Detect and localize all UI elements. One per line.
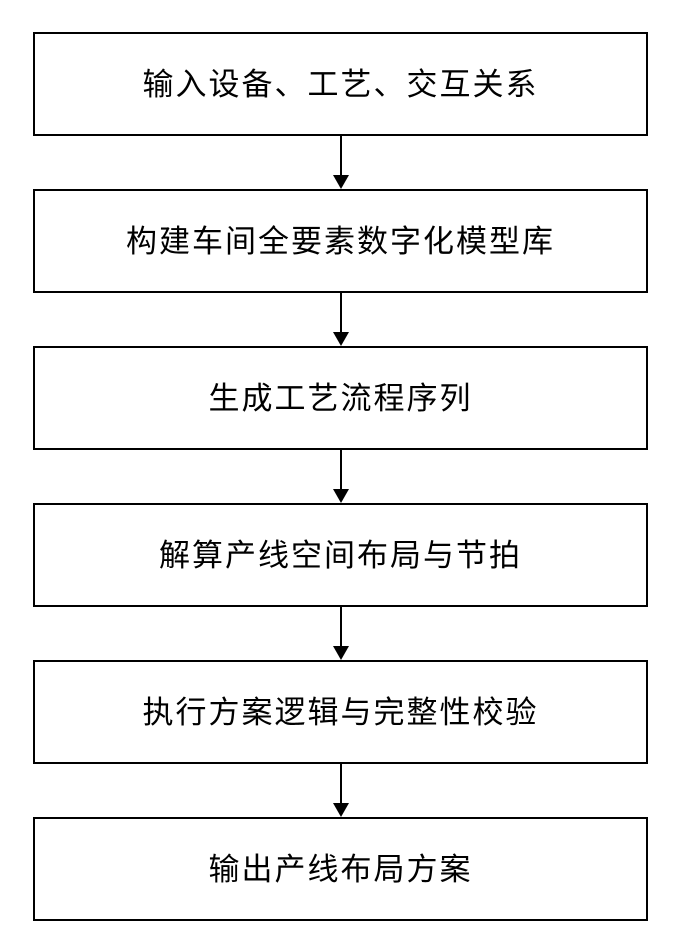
flow-step-label: 输入设备、工艺、交互关系	[142, 66, 539, 102]
flow-step-label: 解算产线空间布局与节拍	[159, 537, 522, 573]
flow-step-generate-sequence: 生成工艺流程序列	[33, 346, 648, 450]
arrow-shaft	[339, 450, 342, 489]
arrow-down-icon	[332, 607, 349, 660]
arrow-shaft	[339, 136, 342, 175]
arrow-head	[332, 332, 349, 346]
flowchart: 输入设备、工艺、交互关系 构建车间全要素数字化模型库 生成工艺流程序列 解算产线…	[33, 32, 648, 921]
flow-step-label: 执行方案逻辑与完整性校验	[142, 694, 539, 730]
arrow-shaft	[339, 607, 342, 646]
flow-step-build-model-library: 构建车间全要素数字化模型库	[33, 189, 648, 293]
flow-step-input: 输入设备、工艺、交互关系	[33, 32, 648, 136]
arrow-shaft	[339, 293, 342, 332]
arrow-down-icon	[332, 136, 349, 189]
flow-step-label: 构建车间全要素数字化模型库	[126, 223, 555, 259]
flow-step-solve-layout: 解算产线空间布局与节拍	[33, 503, 648, 607]
arrow-shaft	[339, 764, 342, 803]
arrow-head	[332, 175, 349, 189]
flow-step-output: 输出产线布局方案	[33, 817, 648, 921]
arrow-down-icon	[332, 293, 349, 346]
arrow-head	[332, 646, 349, 660]
flow-step-label: 输出产线布局方案	[208, 851, 473, 887]
arrow-head	[332, 489, 349, 503]
flow-step-label: 生成工艺流程序列	[208, 380, 473, 416]
arrow-down-icon	[332, 450, 349, 503]
flow-step-verify: 执行方案逻辑与完整性校验	[33, 660, 648, 764]
arrow-down-icon	[332, 764, 349, 817]
arrow-head	[332, 803, 349, 817]
